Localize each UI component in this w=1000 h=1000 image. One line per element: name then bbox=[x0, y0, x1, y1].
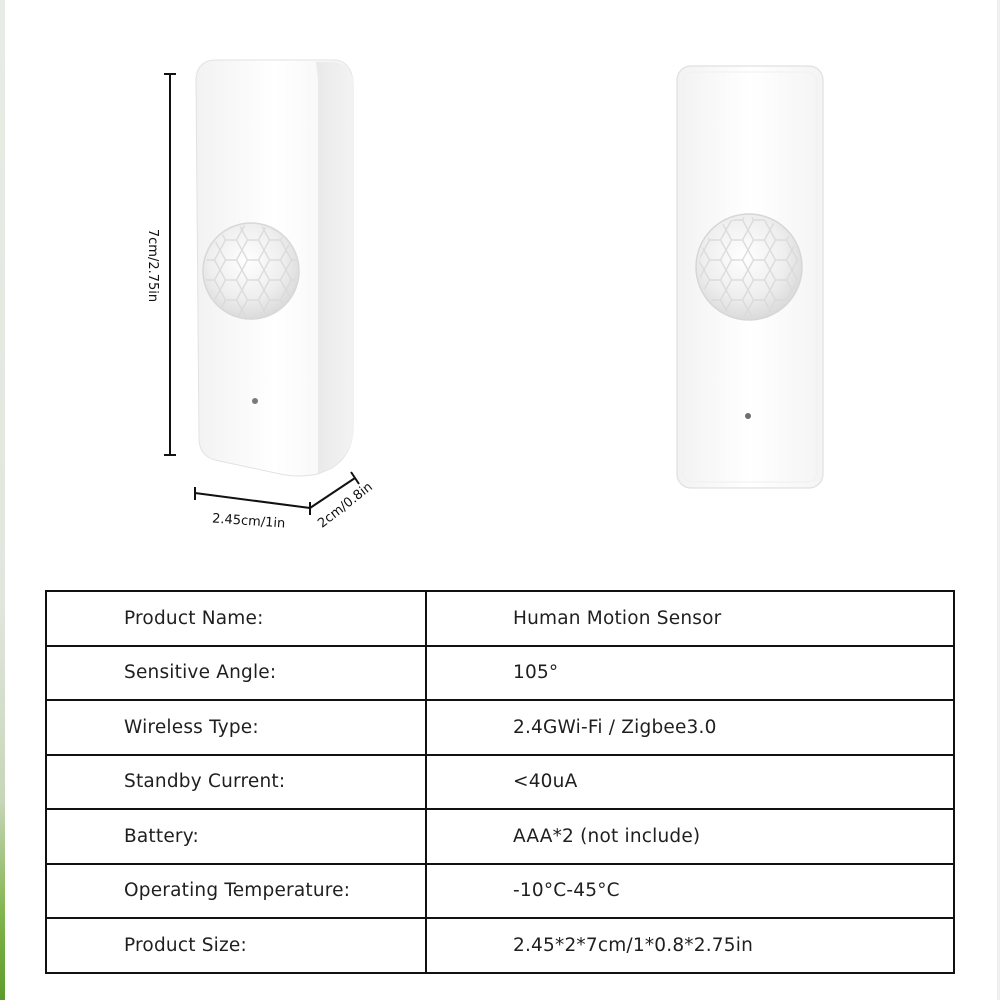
spec-label: Operating Temperature: bbox=[45, 862, 427, 919]
spec-table: Product Name: Human Motion Sensor Sensit… bbox=[45, 590, 955, 974]
spec-value: Human Motion Sensor bbox=[425, 590, 955, 647]
led-indicator-left bbox=[252, 398, 258, 404]
width-dimension-line bbox=[194, 487, 311, 515]
spec-label: Sensitive Angle: bbox=[45, 644, 427, 701]
spec-value: AAA*2 (not include) bbox=[425, 808, 955, 865]
spec-row-standby-current: Standby Current: <40uA bbox=[45, 753, 955, 810]
spec-row-product-size: Product Size: 2.45*2*7cm/1*0.8*2.75in bbox=[45, 917, 955, 974]
spec-row-sensitive-angle: Sensitive Angle: 105° bbox=[45, 644, 955, 701]
spec-value: 2.45*2*7cm/1*0.8*2.75in bbox=[425, 917, 955, 974]
spec-value: -10°C-45°C bbox=[425, 862, 955, 919]
height-dimension-label: 7cm/2.75in bbox=[145, 228, 161, 303]
spec-row-wireless-type: Wireless Type: 2.4GWi-Fi / Zigbee3.0 bbox=[45, 699, 955, 756]
sensor-front-view bbox=[676, 65, 824, 489]
spec-label: Wireless Type: bbox=[45, 699, 427, 756]
spec-label: Product Size: bbox=[45, 917, 427, 974]
spec-row-battery: Battery: AAA*2 (not include) bbox=[45, 808, 955, 865]
sensor-angled-view bbox=[195, 59, 354, 477]
spec-value: 105° bbox=[425, 644, 955, 701]
product-illustration bbox=[164, 59, 824, 515]
left-edge-strip bbox=[0, 0, 5, 1000]
spec-row-product-name: Product Name: Human Motion Sensor bbox=[45, 590, 955, 647]
led-indicator-right bbox=[745, 413, 751, 419]
spec-value: <40uA bbox=[425, 753, 955, 810]
spec-row-operating-temperature: Operating Temperature: -10°C-45°C bbox=[45, 862, 955, 919]
height-dimension-line bbox=[164, 73, 176, 456]
right-edge-strip bbox=[997, 0, 1000, 1000]
spec-value: 2.4GWi-Fi / Zigbee3.0 bbox=[425, 699, 955, 756]
spec-label: Product Name: bbox=[45, 590, 427, 647]
spec-label: Battery: bbox=[45, 808, 427, 865]
depth-dimension-line bbox=[309, 471, 360, 509]
spec-label: Standby Current: bbox=[45, 753, 427, 810]
